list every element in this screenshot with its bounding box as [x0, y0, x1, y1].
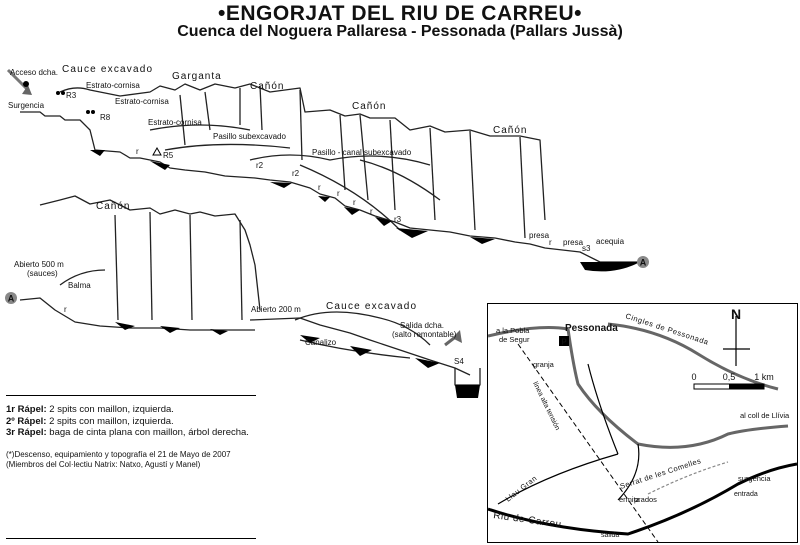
connector-A-left-label: A [8, 294, 15, 304]
jump-r3-label: r3 [394, 215, 402, 224]
jump-r-label: r [549, 238, 552, 247]
lower-profile-lines [19, 195, 481, 386]
rappel-R8-label: R8 [100, 113, 111, 122]
canyon-label-2: Cañón [352, 101, 386, 112]
connector-A-right [637, 256, 649, 268]
anchor-icon [23, 81, 29, 87]
parking-icon [559, 336, 569, 346]
rappel-note: 3r Rápel: baga de cinta plana con maillo… [6, 427, 249, 438]
open-500-label: Abierto 500 m [14, 260, 64, 269]
exit-arrowhead [452, 330, 462, 343]
canyon-label-3: Cañón [493, 125, 527, 136]
excavated-bed-label-2: Cauce excavado [326, 301, 417, 312]
ridge-label: Serrat de les Comelles [619, 456, 702, 491]
location-map: P N 0 0,5 1 km Pessonada a la Pobla de S… [487, 303, 798, 543]
stream [587, 363, 619, 455]
anchor-icon [86, 110, 90, 114]
jump-r-label: r [353, 198, 356, 207]
page-title: •ENGORJAT DEL RIU DE CARREU• [218, 2, 582, 25]
canyon-label-1: Cañón [250, 81, 284, 92]
jump-s4-label: S4 [454, 357, 464, 366]
channel-label: Canalizo [305, 338, 337, 347]
dam-label-1: presa [529, 231, 550, 240]
connector-A-left [5, 292, 17, 304]
lower-pools [115, 322, 480, 398]
hermitage-label: ermita [619, 495, 641, 504]
tree-anchor-icon [152, 146, 162, 156]
stream-llau [497, 453, 619, 505]
location-map-svg: P N 0 0,5 1 km Pessonada a la Pobla de S… [488, 306, 797, 542]
page-subtitle: Cuenca del Noguera Pallaresa - Pessonada… [177, 23, 623, 40]
ledge-label-3: Estrato-cornisa [148, 118, 202, 127]
anchor-icon [91, 110, 95, 114]
credit-line: (Miembros del Col·lectiu Natrix: Natxo, … [6, 460, 201, 469]
river-label: Riu de Carreu [493, 510, 563, 530]
rock-shelter-label: Balma [68, 281, 91, 290]
undercut-corridor-label: Pasillo subexcavado [213, 132, 286, 141]
road-label-segur: de Segur [499, 335, 530, 344]
ledge-label-2: Estrato-cornisa [115, 97, 169, 106]
ledge-label-1: Estrato-cornisa [86, 81, 140, 90]
scale-mid: 0,5 [723, 372, 736, 382]
notes-bottom-rule [6, 538, 256, 539]
jump-r-label: r [64, 305, 67, 314]
farm-label: granja [533, 360, 555, 369]
jump-r2-label-2: r2 [292, 169, 300, 178]
access-arrowhead [22, 85, 32, 95]
jump-r-label: r [337, 189, 340, 198]
notes-top-rule [6, 395, 256, 396]
open-200-label: Abierto 200 m [251, 305, 301, 314]
upper-pools [90, 150, 640, 272]
exit-label: salida [601, 532, 619, 539]
north-label: N [731, 306, 741, 322]
parking-letter: P [561, 338, 567, 347]
jump-r2-label-1: r2 [256, 161, 264, 170]
corridor-channel-label: Pasillo - canal subexcavado [312, 148, 412, 157]
cliffs-line [607, 322, 779, 391]
stream [617, 443, 640, 501]
scale-zero: 0 [691, 372, 696, 382]
spring-label: Surgencia [8, 101, 45, 110]
excavated-bed-label-1: Cauce excavado [62, 64, 153, 75]
village-label: Pessonada [565, 323, 618, 334]
jumpable-drop-label: (salto remontable) [392, 330, 457, 339]
canyon-label-4: Cañón [96, 201, 130, 212]
irrigation-ditch-label: acequia [596, 237, 625, 246]
anchor-icon [56, 91, 60, 95]
connector-A-right-label: A [640, 258, 647, 268]
jump-r-label: r [136, 147, 139, 156]
anchor-icon [61, 91, 65, 95]
meadows-label: prados [634, 495, 657, 504]
rappel-note: 1r Rápel: 2 spits con maillon, izquierda… [6, 404, 174, 415]
road-label-coll: al coll de Llívia [740, 411, 790, 420]
power-line-label: línea alta tensión [531, 381, 561, 432]
credits: (*)Descenso, equipamiento y topografía e… [6, 450, 231, 470]
rappel-notes: 1r Rápel: 2 spits con maillon, izquierda… [6, 404, 249, 439]
jump-s3-label: s3 [582, 244, 591, 253]
rappel-note: 2º Rápel: 2 spits con maillon, izquierda… [6, 415, 174, 427]
willows-label: (sauces) [27, 269, 58, 278]
ridge [647, 461, 729, 495]
scale-bar-fill [729, 384, 764, 389]
gorge-label: Garganta [172, 71, 222, 82]
road-label-pobla: a la Pobla [496, 326, 530, 335]
spring-label: surgencia [738, 474, 771, 483]
rappel-R5-label: R5 [163, 151, 174, 160]
road-pobla [488, 326, 569, 338]
credit-line: (*)Descenso, equipamiento y topografía e… [6, 450, 231, 459]
river-carreu [488, 462, 797, 536]
upper-profile-lines [20, 83, 640, 263]
rappel-R3-label: R3 [66, 91, 77, 100]
exit-label: Salida dcha. [400, 321, 444, 330]
power-line [517, 343, 659, 542]
jump-r-label: r [318, 183, 321, 192]
entry-label: entrada [734, 491, 758, 498]
dam-label-2: presa [563, 238, 584, 247]
access-label: Acceso dcha. [10, 68, 58, 77]
stream-label: Llau Gran [504, 473, 539, 503]
scale-end: 1 km [754, 372, 774, 382]
jump-r-label: r [370, 207, 373, 216]
